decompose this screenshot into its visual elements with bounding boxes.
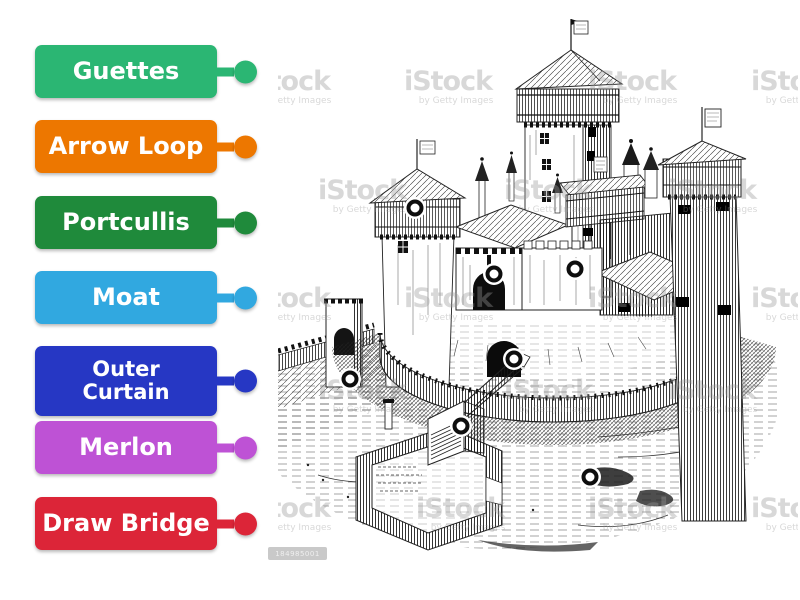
label-connector: [215, 142, 234, 151]
label-connector-dot: [234, 436, 257, 459]
castle-engraving: [278, 19, 782, 552]
pin-marker[interactable]: [581, 468, 599, 486]
pin-marker[interactable]: [485, 265, 503, 283]
pin-marker[interactable]: [566, 260, 584, 278]
label-option[interactable]: Guettes: [35, 45, 257, 98]
label-connector: [215, 67, 234, 76]
pin-marker[interactable]: [406, 199, 424, 217]
label-option[interactable]: Portcullis: [35, 196, 257, 249]
right-flag-tower: [643, 107, 747, 522]
label-text: Portcullis: [62, 207, 190, 236]
pin-marker[interactable]: [452, 417, 470, 435]
label-connector: [215, 519, 234, 528]
pin-marker[interactable]: [505, 350, 523, 368]
label-option[interactable]: Moat: [35, 271, 257, 324]
label-connector: [215, 376, 234, 386]
label-connector-dot: [234, 211, 257, 234]
label-connector-dot: [234, 512, 257, 535]
label-text: Outer Curtain: [82, 357, 170, 404]
inner-berm: [399, 323, 709, 375]
label-option[interactable]: Arrow Loop: [35, 120, 257, 173]
merlon-wall: [521, 240, 603, 311]
stairs-and-bridge: [427, 348, 531, 466]
label-text: Merlon: [79, 432, 173, 461]
label-connector: [215, 218, 234, 227]
label-option[interactable]: Merlon: [35, 421, 257, 474]
label-text: Arrow Loop: [48, 131, 204, 160]
label-connector-dot: [234, 286, 257, 309]
label-connector-dot: [234, 60, 257, 83]
label-option[interactable]: Outer Curtain: [35, 346, 257, 416]
label-text: Draw Bridge: [42, 508, 210, 537]
label-list: Guettes Arrow Loop Portcullis Moat Outer…: [0, 0, 280, 600]
barbican-enclosure: [355, 399, 503, 551]
label-connector-dot: [234, 369, 257, 393]
label-connector: [215, 293, 234, 302]
label-connector-dot: [234, 135, 257, 158]
label-connector: [215, 443, 234, 452]
label-text: Guettes: [72, 56, 180, 85]
label-text: Moat: [91, 282, 161, 311]
pin-marker[interactable]: [341, 370, 359, 388]
label-option[interactable]: Draw Bridge: [35, 497, 257, 550]
stock-id-badge: 184985001: [268, 547, 327, 560]
